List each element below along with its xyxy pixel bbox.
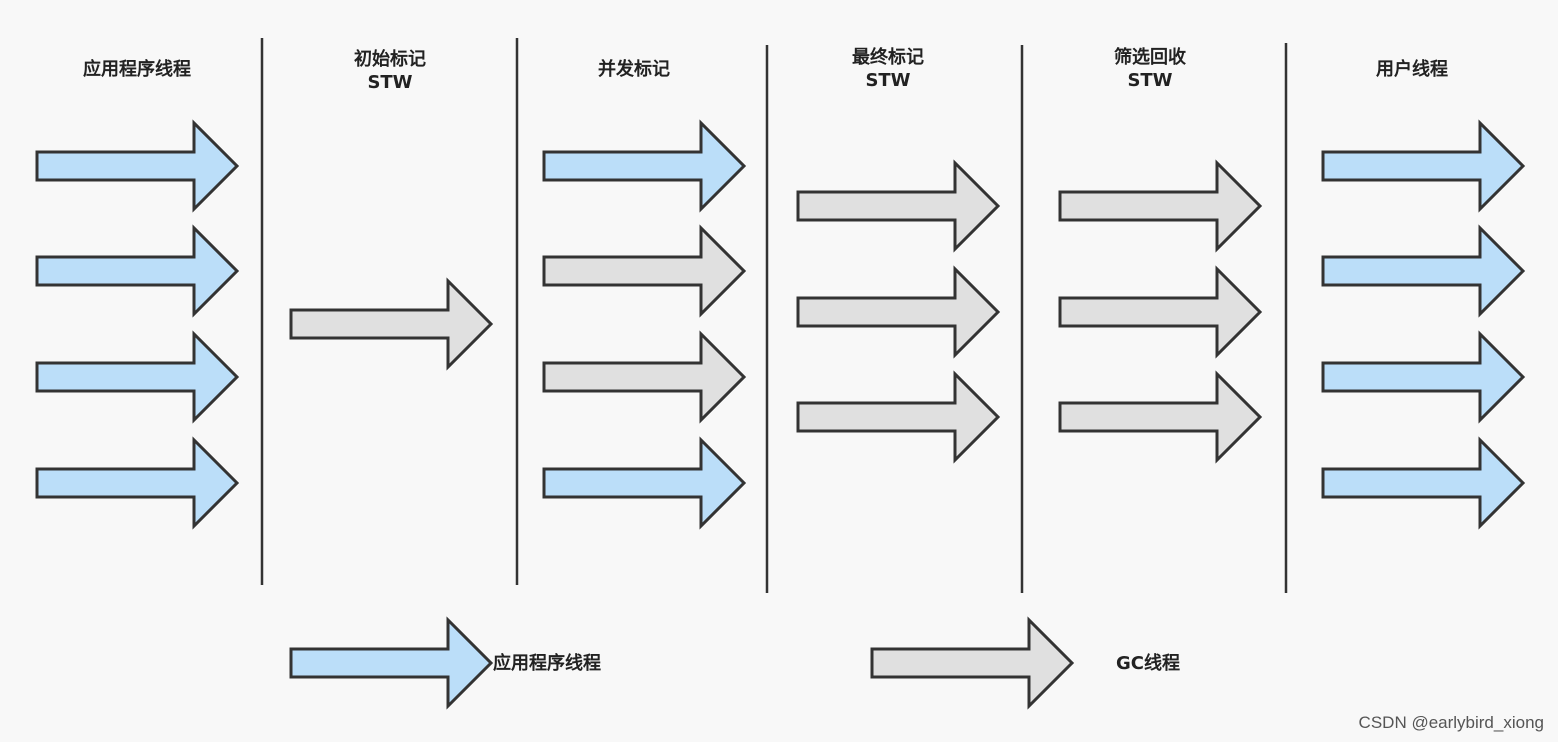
phase-title-text: 并发标记 [598,59,670,80]
phase-title-text: 用户线程 [1376,59,1448,80]
gc-thread-arrow [1058,265,1263,359]
phase-subtitle-text: STW [1127,70,1173,91]
gc-thread-arrow [796,370,1001,464]
phase-subtitle-text: STW [865,70,911,91]
app-thread-arrow [542,436,747,530]
app-thread-arrow [35,330,240,424]
app-thread-arrow [1321,224,1526,318]
app-thread-arrow [35,119,240,213]
gc-thread-arrow [796,265,1001,359]
app-thread-arrow [542,119,747,213]
app-thread-arrow [1321,436,1526,530]
legend-app-thread-arrow [289,616,494,710]
phase-title-cleanup: 筛选回收 STW [1030,46,1270,92]
gc-thread-arrow [796,159,1001,253]
phase-title-text: 最终标记 [852,47,924,68]
gc-thread-arrow [542,330,747,424]
phase-dividers [260,38,1288,593]
gc-thread-arrow [542,224,747,318]
app-thread-arrow [1321,330,1526,424]
legend-label-app-thread: 应用程序线程 [493,653,601,674]
phase-title-text: 筛选回收 [1114,47,1186,68]
phase-title-concurrent-mark: 并发标记 [514,58,754,81]
phase-title-text: 应用程序线程 [83,59,191,80]
phase-title-user-threads: 用户线程 [1292,58,1532,81]
phase-title-final-mark: 最终标记 STW [768,46,1008,92]
watermark: CSDN @earlybird_xiong [1358,713,1544,732]
phase-title-app-threads: 应用程序线程 [17,58,257,81]
gc-thread-arrow [1058,370,1263,464]
gc-thread-arrow [289,277,494,371]
thread-arrows [35,119,1526,530]
phase-subtitle-text: STW [367,72,413,93]
legend-arrows [289,616,1075,710]
app-thread-arrow [35,436,240,530]
app-thread-arrow [35,224,240,318]
legend-gc-thread-arrow [870,616,1075,710]
gc-thread-arrow [1058,159,1263,253]
app-thread-arrow [1321,119,1526,213]
phase-title-text: 初始标记 [354,49,426,70]
legend-label-gc-thread: GC线程 [1116,653,1180,674]
phase-title-initial-mark: 初始标记 STW [270,48,510,94]
